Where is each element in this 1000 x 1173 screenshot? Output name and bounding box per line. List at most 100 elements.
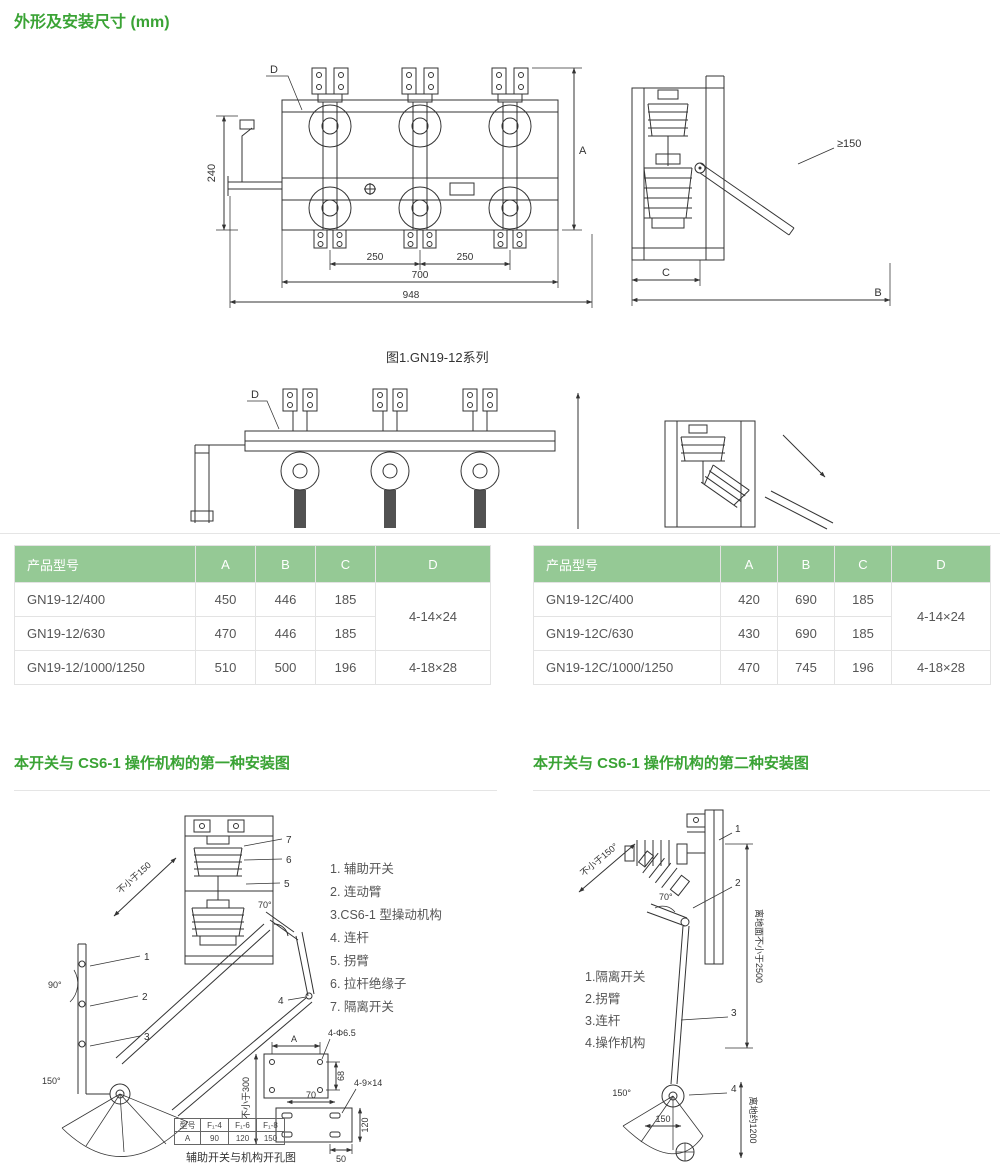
table-row: GN19-12/630 470 446 185 <box>14 616 491 651</box>
height-1200-label: 离地约1200 <box>748 1096 759 1143</box>
mini-cell: F₁-6 <box>228 1118 257 1132</box>
callout-3: 3 <box>144 1032 150 1043</box>
cell-c: 196 <box>834 650 892 685</box>
col-header-a: A <box>195 545 256 583</box>
dim-250-left-label: 250 <box>367 252 384 263</box>
cell-a: 470 <box>195 616 256 651</box>
mini-cell: 90 <box>200 1131 229 1145</box>
col-header-b: B <box>777 545 835 583</box>
cell-c: 185 <box>315 582 376 617</box>
cell-d: 4-18×28 <box>891 650 991 685</box>
drill-size-table: 型号 F₁-4 F₁-6 F₁-8 A 90 120 150 <box>174 1118 285 1145</box>
cell-b: 745 <box>777 650 835 685</box>
drill-diagram-caption: 辅助开关与机构开孔图 <box>186 1152 296 1164</box>
height-2500-label: 离地面不小于2500 <box>754 909 765 983</box>
mini-cell: 150 <box>256 1131 285 1145</box>
cell-d: 4-14×24 <box>375 582 491 651</box>
figure2-outline-drawing: D <box>190 388 834 530</box>
callout-1: 1 <box>735 824 741 835</box>
cell-b: 446 <box>255 582 316 617</box>
table-row: GN19-12C/1000/1250 470 745 196 4-18×28 <box>533 650 991 685</box>
diagR-switch <box>624 809 724 965</box>
cell-a: 450 <box>195 582 256 617</box>
dim-120-label: 120 <box>360 1117 370 1132</box>
callout-4: 4 <box>278 996 284 1007</box>
first-mounting-diagram: 不小于150 70° 7 6 5 1 2 3 4 90° 150° <box>42 815 382 1164</box>
mini-table-row: A 90 120 150 <box>174 1131 285 1145</box>
legend-item: 2.拐臂 <box>585 992 621 1006</box>
section-title-first-mounting: 本开关与 CS6-1 操作机构的第一种安装图 <box>14 755 290 772</box>
table-header-row: 产品型号 A B C D <box>533 545 991 583</box>
col-header-d: D <box>891 545 991 583</box>
angle-70-label: 70° <box>258 900 272 910</box>
col-header-a: A <box>720 545 778 583</box>
dim-240-label: 240 <box>206 164 218 182</box>
dim-68-label: 68 <box>336 1071 346 1081</box>
callout-3: 3 <box>731 1008 737 1019</box>
cell-model: GN19-12/1000/1250 <box>14 650 196 685</box>
cell-b: 500 <box>255 650 316 685</box>
callout-2: 2 <box>142 992 148 1003</box>
cell-c: 196 <box>315 650 376 685</box>
divider <box>0 533 1000 534</box>
angle-90-label: 90° <box>48 980 62 990</box>
legend-item: 3.连杆 <box>585 1014 621 1028</box>
legend-item: 6. 拉杆绝缘子 <box>330 977 407 991</box>
section-title-second-mounting: 本开关与 CS6-1 操作机构的第二种安装图 <box>533 755 809 772</box>
diagR-linkage <box>622 925 704 1162</box>
mini-cell: F₁-4 <box>200 1118 229 1132</box>
cell-b: 446 <box>255 616 316 651</box>
callout-2: 2 <box>735 878 741 889</box>
cell-model: GN19-12/400 <box>14 582 196 617</box>
mini-cell: 型号 <box>174 1118 201 1132</box>
figure1-outline-drawing: 240 A 250 250 700 948 D <box>206 64 891 308</box>
mini-cell: F₁-8 <box>256 1118 285 1132</box>
table-row: GN19-12C/400 420 690 185 4-14×24 <box>533 582 991 651</box>
cell-a: 430 <box>720 616 778 651</box>
fig2-side-view <box>664 420 834 530</box>
legend-item: 5. 拐臂 <box>330 954 369 968</box>
min-300-label: 不小于300 <box>241 1077 251 1119</box>
mini-cell: 120 <box>228 1131 257 1145</box>
legend-item: 2. 连动臂 <box>330 885 382 899</box>
dim-700-label: 700 <box>412 270 429 281</box>
dim-948-label: 948 <box>403 290 420 301</box>
angle-150-label: 150° <box>42 1076 61 1086</box>
dim-250-right-label: 250 <box>457 252 474 263</box>
legend-item: 7. 隔离开关 <box>330 1000 394 1014</box>
legend-second-mounting: 1.隔离开关 2.拐臂 3.连杆 4.操作机构 <box>585 966 645 1054</box>
holes-65-label: 4-Φ6.5 <box>328 1028 356 1038</box>
table-row: GN19-12/400 450 446 185 4-14×24 <box>14 582 491 651</box>
cell-a: 420 <box>720 582 778 617</box>
angle-70-label: 70° <box>659 892 673 902</box>
col-header-c: C <box>315 545 376 583</box>
page-title: 外形及安装尺寸 (mm) <box>14 14 170 31</box>
dim-c-label: C <box>662 267 670 279</box>
diagL-drill-diagram: A 4-Φ6.5 68 不小于300 70 4-9×14 120 50 <box>241 1028 382 1164</box>
drill-dim-a-label: A <box>291 1034 297 1044</box>
dim-70-label: 70 <box>306 1090 316 1100</box>
fig1-front-view <box>227 67 559 249</box>
diagR-annotations: 不小于150° 70° 1 2 3 4 离地面不小于2500 150° 150 … <box>578 824 765 1159</box>
angle-150-label: 150° <box>612 1088 631 1098</box>
legend-item: 1. 辅助开关 <box>330 862 394 876</box>
cell-a: 470 <box>720 650 778 685</box>
fig2-front-view: D <box>190 388 581 529</box>
legend-item: 4. 连杆 <box>330 931 369 945</box>
cell-b: 690 <box>777 582 835 617</box>
cell-c: 185 <box>834 582 892 617</box>
fig1-dimensions: 240 A 250 250 700 948 D <box>206 64 891 308</box>
legend-item: 3.CS6-1 型操动机构 <box>330 908 442 922</box>
min-150-label: 不小于150° <box>578 841 620 878</box>
cell-c: 185 <box>315 616 376 651</box>
ge150-label: ≥150 <box>837 138 861 150</box>
dimension-table-gn19-12c: 产品型号 A B C D GN19-12C/400 420 690 185 4-… <box>533 545 991 685</box>
table-row: GN19-12C/630 430 690 185 <box>533 616 991 651</box>
cell-model: GN19-12C/1000/1250 <box>533 650 721 685</box>
col-header-model: 产品型号 <box>533 545 721 583</box>
table-header-row: 产品型号 A B C D <box>14 545 491 583</box>
legend-item: 1.隔离开关 <box>585 970 646 984</box>
callout-4: 4 <box>731 1084 737 1095</box>
cell-model: GN19-12C/630 <box>533 616 721 651</box>
cell-d: 4-14×24 <box>891 582 991 651</box>
